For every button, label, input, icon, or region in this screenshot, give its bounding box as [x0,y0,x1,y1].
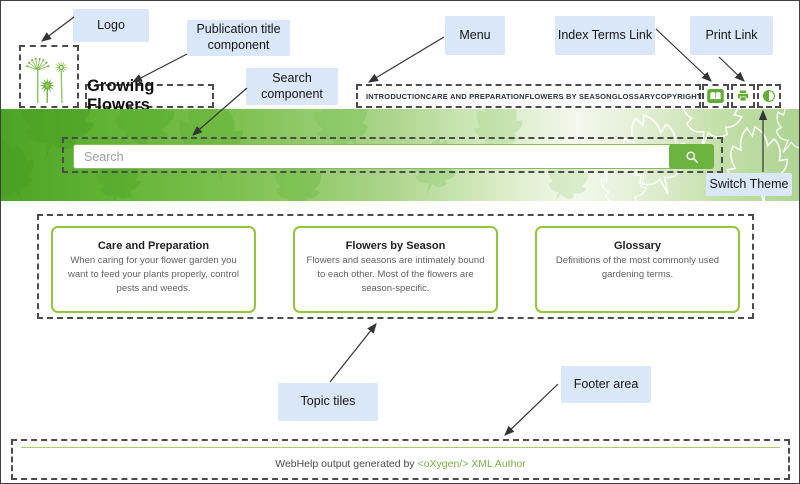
menu-item-copyright[interactable]: COPYRIGHT [655,91,702,101]
menu-callout: Menu [445,16,505,55]
topic-tile-glossary[interactable]: Glossary Definitions of the most commonl… [535,226,740,313]
tile-description: Flowers and seasons are intimately bound… [306,255,485,294]
search-button[interactable] [669,144,714,169]
footer-text: WebHelp output generated by<oXygen/> XML… [13,458,788,470]
index-terms-link-callout: Index Terms Link [555,16,655,55]
menu-item-flowers-by-season[interactable]: FLOWERS BY SEASON [524,91,612,101]
tile-description: When caring for your flower garden you w… [68,255,239,294]
print-link[interactable] [731,84,755,108]
search-component [62,137,723,173]
printer-icon [737,90,749,102]
tile-description: Definitions of the most commonly used ga… [555,255,720,280]
open-book-icon [707,89,724,103]
tile-title: Care and Preparation [97,240,210,252]
print-link-callout: Print Link [690,16,773,55]
menu-item-glossary[interactable]: GLOSSARY [611,91,656,101]
main-menu: INTRODUCTION CARE AND PREPARATION FLOWER… [356,84,701,108]
tile-title: Flowers by Season [345,240,446,252]
oxygen-xml-author-link[interactable]: <oXygen/> XML Author [417,458,526,470]
topic-tile-care-and-preparation[interactable]: Care and Preparation When caring for you… [51,226,256,313]
publication-title-callout: Publication title component [187,20,290,56]
topic-tile-flowers-by-season[interactable]: Flowers by Season Flowers and seasons ar… [293,226,498,313]
footer-divider [21,447,780,448]
footer-area-callout: Footer area [561,366,651,403]
menu-item-care-and-preparation[interactable]: CARE AND PREPARATION [425,91,525,101]
publication-title: Growing Flowers [85,77,214,114]
topic-tiles-callout: Topic tiles [278,383,378,421]
switch-theme-callout: Switch Theme [706,173,792,196]
magnifier-icon [685,150,698,163]
search-component-callout: Search component [246,68,338,105]
switch-theme-button[interactable] [757,84,781,108]
logo-callout: Logo [73,9,149,42]
flowers-logo-icon [26,57,67,103]
footer-area: WebHelp output generated by<oXygen/> XML… [11,439,790,480]
menu-item-introduction[interactable]: INTRODUCTION [366,91,426,101]
half-filled-circle-icon [763,90,775,102]
tile-title: Glossary [613,240,662,252]
publication-logo[interactable] [19,45,79,108]
search-input[interactable] [73,144,672,169]
index-terms-link[interactable] [702,84,729,108]
topic-tiles-area: Care and Preparation When caring for you… [37,214,754,319]
footer-generated-by: WebHelp output generated by [275,458,415,470]
